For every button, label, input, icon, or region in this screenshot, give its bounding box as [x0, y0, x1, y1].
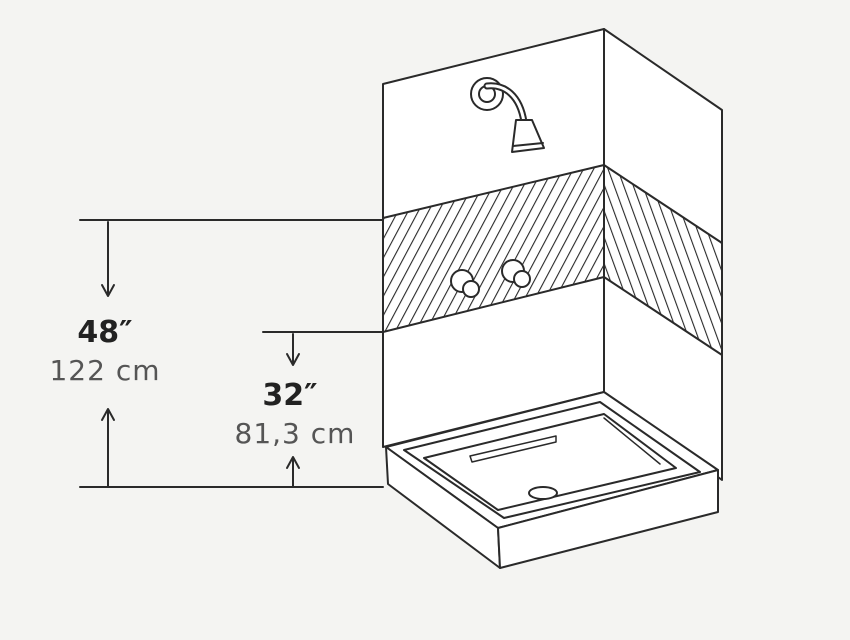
- shower-base: [385, 391, 719, 569]
- shower-head-icon: [470, 77, 545, 153]
- dimension-48: [79, 219, 384, 488]
- valve-height-imperial: 32″: [262, 378, 318, 413]
- valve-height-metric: 81,3 cm: [234, 417, 356, 450]
- tile-band-height-metric: 122 cm: [49, 354, 161, 387]
- drain-icon: [528, 486, 558, 500]
- tile-band-height-imperial: 48″: [77, 315, 133, 350]
- faucet-handle-icon: [450, 259, 531, 298]
- tile-band-side: [603, 164, 723, 356]
- dimension-32: [262, 331, 384, 487]
